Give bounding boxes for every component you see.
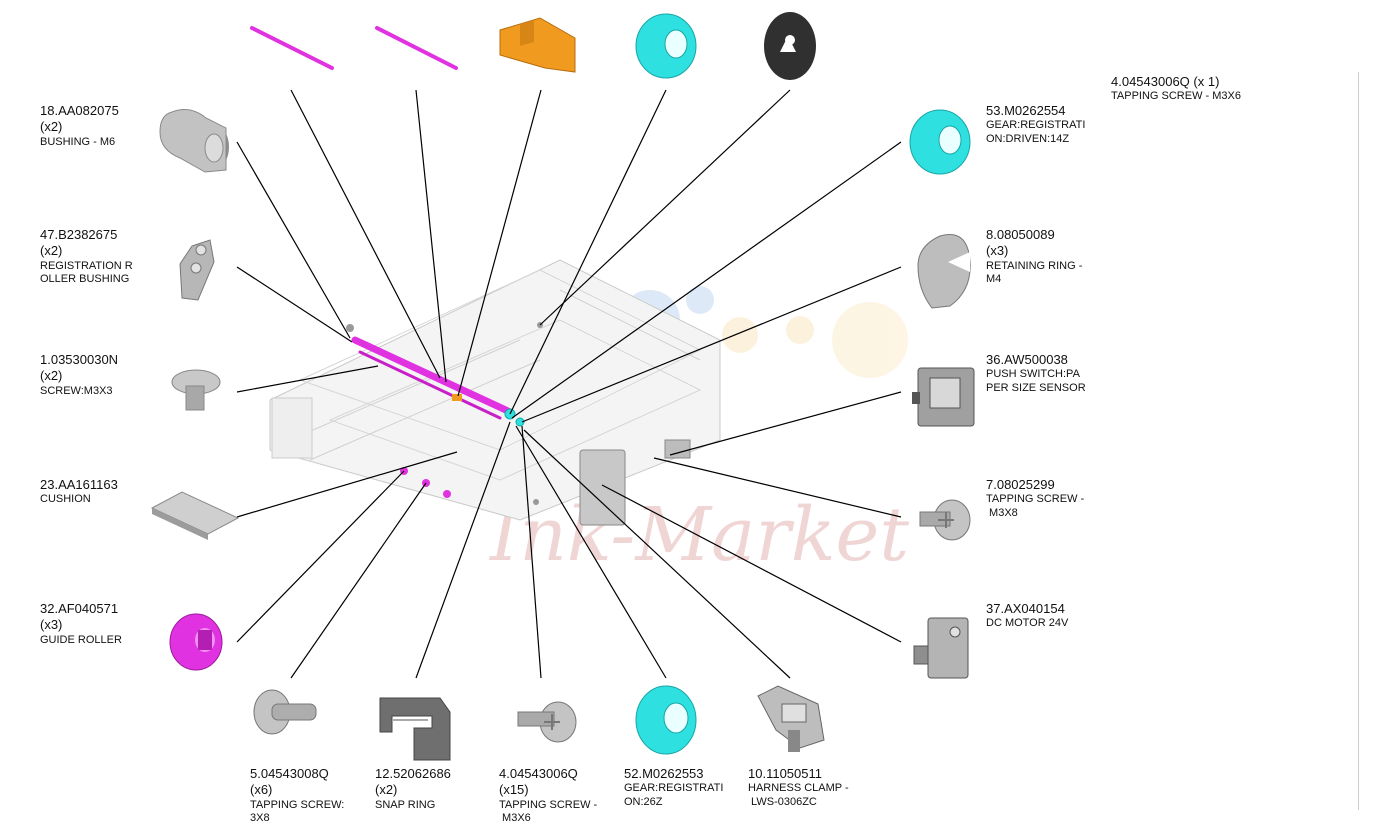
summary-label: 4.04543006Q (x 1) TAPPING SCREW - M3X6 — [1111, 74, 1241, 104]
part-label-bushing[interactable]: 18.AA082075 (x2) BUSHING - M6 — [40, 103, 119, 149]
part-name: BUSHING - M6 — [40, 135, 116, 148]
retaining-ring-icon — [917, 234, 971, 309]
top-bracket[interactable] — [499, 17, 576, 73]
bracket-icon — [499, 17, 576, 73]
dc-motor-icon — [913, 617, 969, 679]
top-shaft-1[interactable] — [250, 26, 334, 70]
part-name: SNAP RING — [375, 798, 436, 811]
part-name: RETAINING RING - M4 — [986, 259, 1083, 286]
part-label-guide-roller[interactable]: 32.AF040571 (x3) GUIDE ROLLER — [40, 601, 122, 647]
part-label-gear-driven[interactable]: 53.M0262554 GEAR:REGISTRATI ON:DRIVEN:14… — [986, 103, 1085, 147]
part-label-cushion[interactable]: 23.AA161163 CUSHION — [40, 477, 118, 507]
part-number: 10.11050511 — [748, 766, 822, 781]
bushing-icon — [159, 109, 229, 173]
part-number: 23.AA161163 — [40, 477, 118, 492]
part-number: 32.AF040571 — [40, 601, 119, 616]
part-name: GEAR:REGISTRATI ON:DRIVEN:14Z — [986, 119, 1086, 145]
part-name: CUSHION — [40, 493, 91, 506]
gear-icon — [909, 109, 971, 175]
tapping-screw-icon — [253, 689, 317, 735]
washer-icon — [764, 12, 816, 80]
part-label-tapping-screw-m3x6[interactable]: 4.04543006Q (x15) TAPPING SCREW - M3X6 — [499, 766, 597, 826]
gear-icon — [635, 13, 697, 79]
part-label-dc-motor[interactable]: 37.AX040154 DC MOTOR 24V — [986, 601, 1068, 631]
part-number: 37.AX040154 — [986, 601, 1065, 616]
right-divider — [1358, 72, 1359, 810]
part-number: 1.03530030N — [40, 352, 119, 367]
part-label-push-switch[interactable]: 36.AW500038 PUSH SWITCH:PA PER SIZE SENS… — [986, 352, 1086, 396]
part-name: SCREW:M3X3 — [40, 384, 113, 397]
top-washer[interactable] — [764, 12, 816, 80]
part-number: 18.AA082075 — [40, 103, 119, 118]
guide-roller-icon — [169, 613, 223, 671]
tapping-screw-icon — [517, 701, 577, 743]
part-number: 12.52062686 — [375, 766, 451, 781]
part-label-harness-clamp[interactable]: 10.11050511 HARNESS CLAMP - LWS-0306ZC — [748, 766, 849, 810]
part-number: 47.B2382675 — [40, 227, 118, 242]
part-label-gear-26z[interactable]: 52.M0262553 GEAR:REGISTRATI ON:26Z — [624, 766, 723, 810]
tapping-screw-icon — [919, 499, 971, 541]
part-number: 7.08025299 — [986, 477, 1055, 492]
part-label-tapping-screw-m3x8[interactable]: 7.08025299 TAPPING SCREW - M3X8 — [986, 477, 1084, 521]
part-name: TAPPING SCREW - M3X8 — [986, 493, 1085, 519]
part-name: HARNESS CLAMP - LWS-0306ZC — [748, 782, 849, 808]
part-quantity: (x15) — [499, 782, 529, 798]
part-number: 53.M0262554 — [986, 103, 1066, 118]
top-shaft-2[interactable] — [375, 26, 458, 70]
part-name: GUIDE ROLLER — [40, 633, 122, 646]
screw-icon — [171, 369, 221, 411]
part-quantity: (x3) — [986, 243, 1009, 259]
leader-lines — [236, 89, 902, 679]
part-label-tapping-screw-3x8[interactable]: 5.04543008Q (x6) TAPPING SCREW: 3X8 — [250, 766, 344, 826]
snap-ring-icon — [379, 697, 451, 761]
part-quantity: (x2) — [375, 782, 398, 798]
gear-icon — [635, 685, 697, 755]
part-quantity: (x3) — [40, 617, 63, 633]
part-number: 4.04543006Q — [499, 766, 578, 781]
watermark-brand: Ink-Market — [488, 492, 909, 578]
part-number: 8.08050089 — [986, 227, 1055, 242]
harness-clamp-icon — [757, 685, 825, 752]
part-label-registration-roller-bushing[interactable]: 47.B2382675 (x2) REGISTRATION R OLLER BU… — [40, 227, 133, 287]
shaft-icon — [375, 26, 458, 70]
part-quantity: (x6) — [250, 782, 273, 798]
part-quantity: (x2) — [40, 368, 63, 384]
summary-part-number: 4.04543006Q (x 1) — [1111, 74, 1220, 89]
part-quantity: (x2) — [40, 119, 63, 135]
part-number: 52.M0262553 — [624, 766, 704, 781]
push-switch-icon — [912, 367, 975, 427]
part-name: REGISTRATION R OLLER BUSHING — [40, 259, 133, 286]
part-name: TAPPING SCREW - M3X6 — [499, 798, 598, 825]
part-name: GEAR:REGISTRATI ON:26Z — [624, 782, 724, 808]
part-name: PUSH SWITCH:PA PER SIZE SENSOR — [986, 368, 1086, 394]
part-number: 36.AW500038 — [986, 352, 1068, 367]
part-name: TAPPING SCREW: 3X8 — [250, 798, 345, 825]
cushion-icon — [150, 491, 240, 540]
summary-part-name: TAPPING SCREW - M3X6 — [1111, 90, 1241, 103]
part-name: DC MOTOR 24V — [986, 617, 1069, 630]
shaft-icon — [250, 26, 334, 70]
top-gear[interactable] — [635, 13, 697, 79]
part-label-screw[interactable]: 1.03530030N (x2) SCREW:M3X3 — [40, 352, 118, 398]
part-number: 5.04543008Q — [250, 766, 329, 781]
part-label-snap-ring[interactable]: 12.52062686 (x2) SNAP RING — [375, 766, 451, 812]
roller-bushing-icon — [179, 239, 215, 301]
part-quantity: (x2) — [40, 243, 63, 259]
central-assembly — [269, 259, 721, 526]
part-label-retaining-ring[interactable]: 8.08050089 (x3) RETAINING RING - M4 — [986, 227, 1082, 287]
